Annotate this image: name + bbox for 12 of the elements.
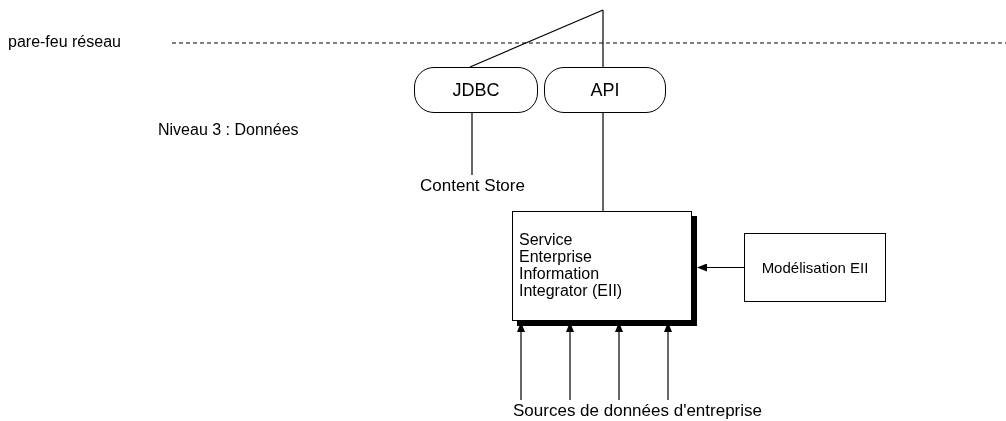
connector-line bbox=[471, 112, 473, 176]
connector-line bbox=[602, 9, 604, 68]
text-label: Sources de données d'entreprise bbox=[490, 400, 785, 421]
interface-pill: API bbox=[544, 67, 666, 113]
connector-line bbox=[469, 9, 604, 68]
firewall-label: pare-feu réseau bbox=[8, 33, 121, 51]
text-label: Content Store bbox=[405, 175, 540, 197]
interface-pill: JDBC bbox=[414, 67, 538, 113]
arrow bbox=[697, 263, 745, 272]
process-box: Modélisation EII bbox=[744, 233, 886, 302]
level-label: Niveau 3 : Données bbox=[158, 121, 299, 139]
connector-line bbox=[602, 112, 604, 212]
